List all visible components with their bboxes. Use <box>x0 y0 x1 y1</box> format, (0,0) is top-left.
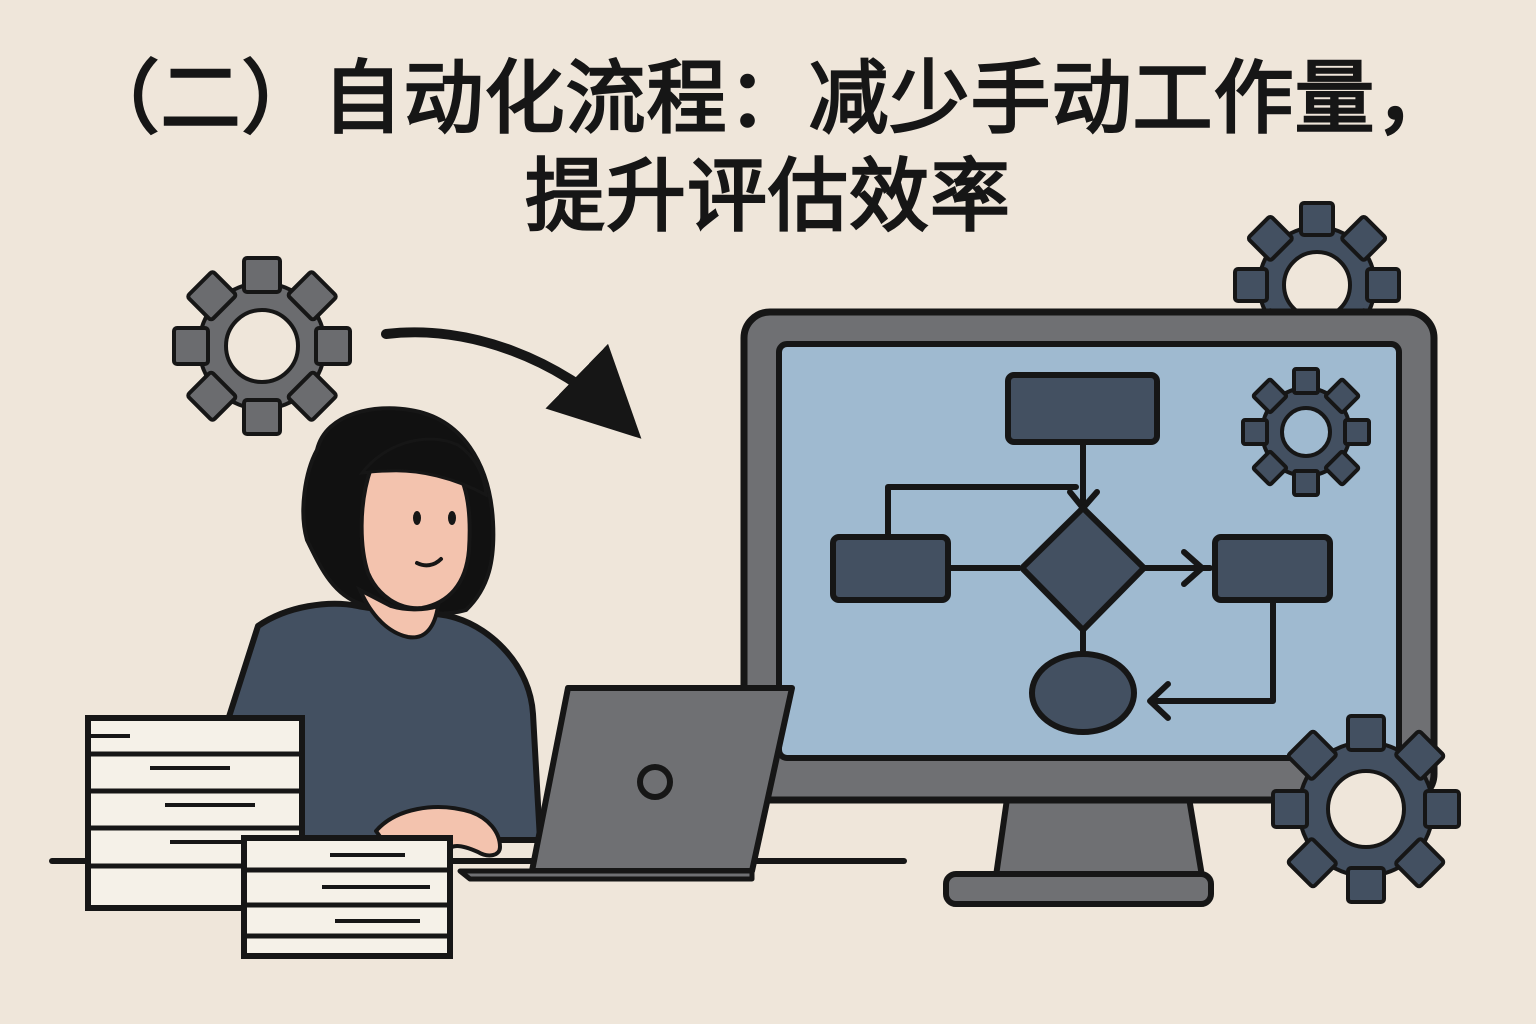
gear-icon <box>1271 714 1461 904</box>
curved-arrow-icon <box>381 327 642 439</box>
flow-decision-diamond <box>1017 503 1149 635</box>
flow-left-box <box>830 534 951 603</box>
flow-start-box <box>1005 372 1160 445</box>
title-line-2: 提升评估效率 <box>525 150 1011 243</box>
gear-icon <box>172 256 352 436</box>
title-line-1: （二）自动化流程：减少手动工作量， <box>79 52 1457 145</box>
flowchart-icon <box>830 372 1333 735</box>
laptop-icon <box>457 685 795 882</box>
document-stack-icon <box>241 835 453 959</box>
flow-end-oval <box>1029 651 1137 735</box>
page-title: （二）自动化流程：减少手动工作量， 提升评估效率 <box>0 52 1536 244</box>
gear-icon <box>1241 367 1371 497</box>
flow-right-box <box>1212 534 1333 603</box>
